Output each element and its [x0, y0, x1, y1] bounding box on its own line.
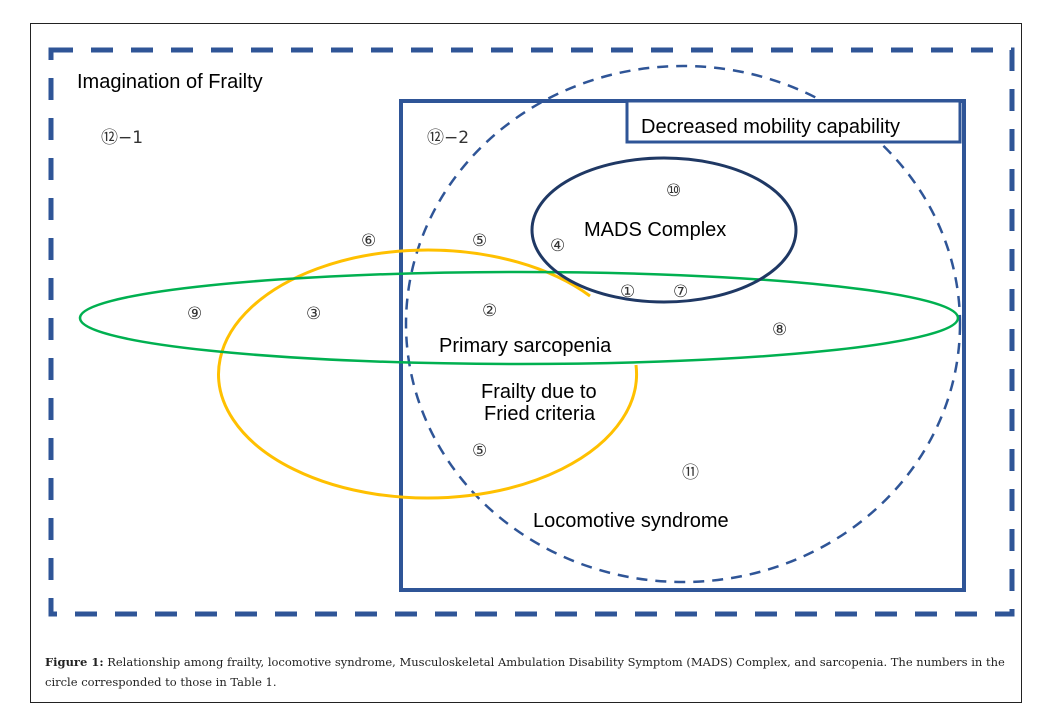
locomotive-syndrome-circle: [404, 64, 962, 584]
caption-label: Figure 1:: [45, 655, 104, 669]
decreased-mobility-label-box: [625, 99, 962, 144]
frailty-fried-circle: [217, 248, 639, 500]
mads-complex-ellipse: [530, 156, 798, 304]
caption-text: Relationship among frailty, locomotive s…: [45, 655, 1005, 689]
region-number-2: ②: [482, 301, 497, 321]
decreased-mobility-label: Decreased mobility capability: [641, 116, 900, 138]
primary-sarcopenia-label: Primary sarcopenia: [439, 335, 612, 357]
locomotive-syndrome-label: Locomotive syndrome: [533, 510, 729, 532]
region-number-12-1: ⑫−1: [101, 128, 143, 148]
region-number-5-top: ⑤: [472, 231, 487, 251]
region-number-1: ①: [620, 282, 635, 302]
frailty-imagination-boundary: [48, 47, 1015, 617]
mads-complex-label: MADS Complex: [584, 219, 726, 241]
frailty-fried-label-line2: Fried criteria: [484, 403, 596, 425]
frailty-fried-label-line1: Frailty due to: [481, 381, 597, 403]
region-number-5-bottom: ⑤: [472, 441, 487, 461]
region-number-4: ④: [550, 236, 565, 256]
region-number-10: ⑩: [666, 181, 681, 201]
figure-caption: Figure 1: Relationship among frailty, lo…: [45, 652, 1015, 692]
primary-sarcopenia-ellipse: [78, 270, 960, 366]
region-number-3: ③: [306, 304, 321, 324]
region-number-9: ⑨: [187, 304, 202, 324]
region-number-8: ⑧: [772, 320, 787, 340]
region-number-11: ⑪: [682, 463, 699, 483]
diagram-title: Imagination of Frailty: [77, 71, 263, 93]
region-number-6: ⑥: [361, 231, 376, 251]
region-number-7: ⑦: [673, 282, 688, 302]
region-number-12-2: ⑫−2: [427, 128, 469, 148]
